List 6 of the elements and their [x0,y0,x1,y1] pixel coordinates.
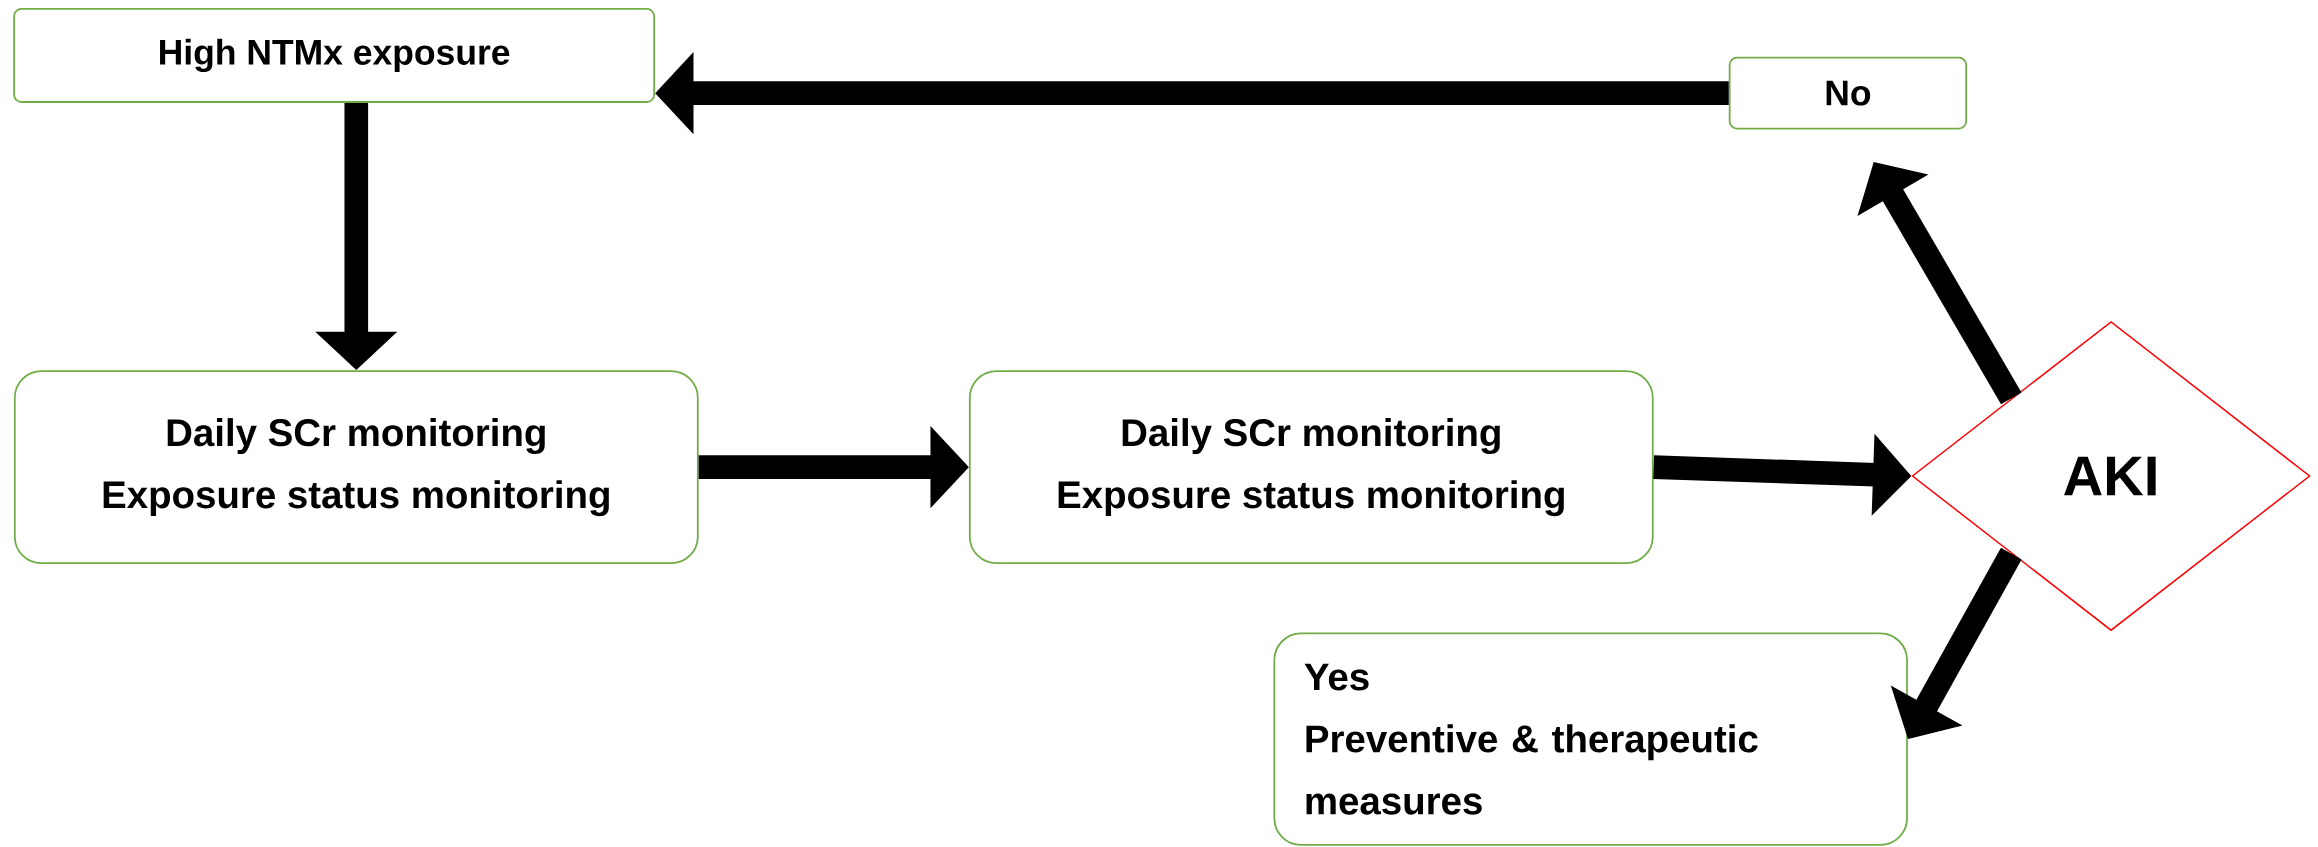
process-box: Yes Preventive & therapeutic measures [1273,632,1908,846]
process-box: High NTMx exposure [13,7,656,103]
process-box: Daily SCr monitoring Exposure status monitoring [968,370,1654,565]
process-box: No [1728,56,1968,130]
process-box: Daily SCr monitoring Exposure status monitoring [13,370,699,565]
arrow [1857,162,2022,405]
